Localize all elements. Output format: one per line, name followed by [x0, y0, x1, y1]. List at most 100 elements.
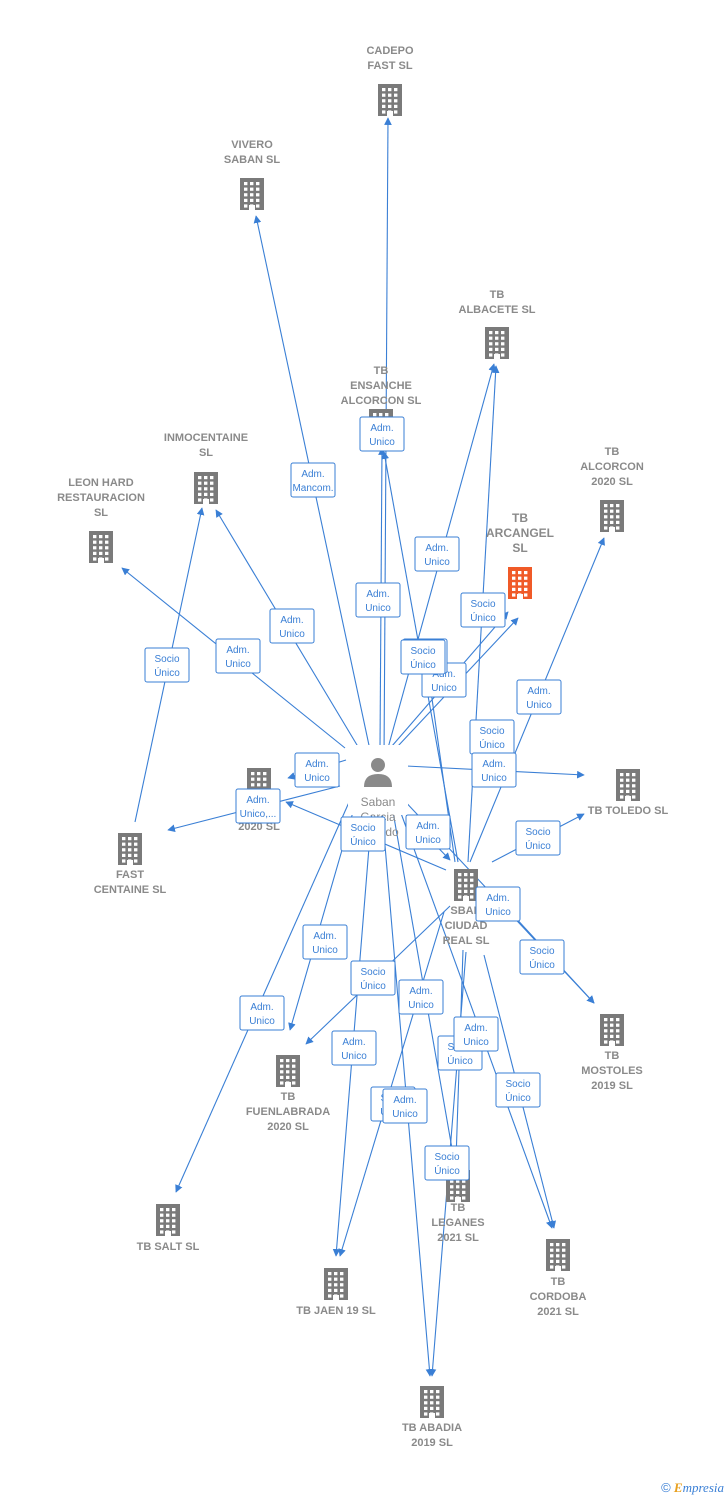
relation-label-person-to-mostoles[interactable]: Adm. Unico — [475, 886, 521, 922]
relation-label-person-to-leganes[interactable]: Adm.Unico — [398, 979, 444, 1015]
relation-label-text: Adm. — [250, 1002, 273, 1013]
relation-label-ciudadreal-to-arcangel[interactable]: Adm.Unico — [516, 679, 562, 715]
relation-label-person-to-cadepo[interactable]: Adm. Unico — [359, 416, 405, 452]
relation-label-text: Unico — [369, 437, 395, 448]
company-name-line: ENSANCHE — [350, 380, 412, 392]
company-name-line: CADEPO — [366, 45, 414, 57]
building-icon — [546, 1239, 570, 1271]
relation-label-person-to-abadia[interactable]: Adm.Unico — [382, 1088, 428, 1124]
building-icon — [276, 1055, 300, 1087]
relation-label-text: Adm. — [393, 1095, 416, 1106]
relation-label-person-to-inmocentaine[interactable]: Adm.Unico — [269, 608, 315, 644]
building-icon — [454, 869, 478, 901]
relation-label-person-to-cordoba[interactable]: Adm.Unico — [453, 1016, 499, 1052]
brand-footer[interactable]: © Empresia — [661, 1480, 724, 1496]
relation-label-person-to-jaen[interactable]: Adm.Unico — [331, 1030, 377, 1066]
building-icon — [194, 472, 218, 504]
building-icon — [118, 833, 142, 865]
company-node-tbtoledo[interactable]: TB TOLEDO SL — [588, 769, 669, 817]
relation-label-person-to-ensanche[interactable]: Adm.Unico — [355, 582, 401, 618]
building-icon — [485, 327, 509, 359]
company-name-line: TB — [281, 1091, 296, 1103]
relation-label-text: Adm. — [366, 589, 389, 600]
relation-label-box — [350, 960, 396, 996]
relation-label-box — [398, 979, 444, 1015]
relation-label-text: Único — [479, 738, 505, 751]
relation-label-text: Único — [350, 835, 376, 848]
relation-label-text: Adm. — [370, 423, 393, 434]
relation-label-text: Único — [447, 1054, 473, 1067]
relation-label-person-to-fuenlabrada[interactable]: Adm.Unico — [302, 924, 348, 960]
company-name-line: 2020 SL — [267, 1121, 309, 1133]
relation-label-person-to-ciudadreal[interactable]: Adm.Unico — [405, 814, 451, 850]
relation-label-person-to-tb2020[interactable]: Adm.Unico — [294, 752, 340, 788]
relation-label-text: Unico — [431, 683, 457, 694]
company-name-line: 2021 SL — [537, 1306, 579, 1318]
company-node-jaen[interactable]: TB JAEN 19 SL — [296, 1268, 376, 1317]
relation-label-text: Unico — [485, 907, 511, 918]
relation-label-person-to-leonhard[interactable]: Adm. Unico — [215, 638, 261, 674]
company-name-line: ARCANGEL — [486, 526, 554, 540]
company-name-line: SL — [512, 541, 527, 555]
relation-label-text: Unico — [408, 1000, 434, 1011]
company-name-line: CENTAINE SL — [94, 884, 167, 896]
company-node-tbsalt[interactable]: TB SALT SL — [137, 1204, 200, 1253]
relation-label-text: Adm. — [246, 795, 269, 806]
building-icon — [89, 531, 113, 563]
relation-label-person-to-albacete[interactable]: Adm.Unico — [414, 536, 460, 572]
relation-label-text: Unico — [341, 1051, 367, 1062]
relation-label-text: Socio — [410, 646, 435, 657]
relation-label-person-to-tbtoledo[interactable]: Adm.Unico — [471, 752, 517, 788]
relation-label-box — [475, 886, 521, 922]
building-icon — [156, 1204, 180, 1236]
relation-label-text: Adm. — [313, 931, 336, 942]
relation-label-text: Único — [525, 839, 551, 852]
relation-label-text: Unico,... — [240, 809, 277, 820]
person-node[interactable]: SabanGarciaRicardo — [348, 745, 408, 839]
relation-label-text: Adm. — [486, 893, 509, 904]
relation-label-text: Adm. — [226, 645, 249, 656]
company-name-line: ALBACETE SL — [459, 304, 536, 316]
relation-label-box — [453, 1016, 499, 1052]
relation-label-text: Unico — [481, 773, 507, 784]
company-name-line: TB TOLEDO SL — [588, 805, 669, 817]
company-name-line: TB JAEN 19 SL — [296, 1305, 376, 1317]
relation-label-box — [269, 608, 315, 644]
relation-label-person-to-fastcentaine[interactable]: Adm. Unico,... — [235, 788, 281, 824]
relation-label-text: Unico — [463, 1037, 489, 1048]
relation-label-box — [516, 679, 562, 715]
building-icon — [600, 1014, 624, 1046]
relation-label-person-to-tbsalt[interactable]: Adm.Unico — [239, 995, 285, 1031]
relation-label-text: Único — [529, 958, 555, 971]
relation-label-text: Unico — [225, 659, 251, 670]
relation-label-person-to-vivero[interactable]: Adm.Mancom. — [290, 462, 336, 498]
relation-label-text: Único — [360, 979, 386, 992]
company-name-line: SL — [94, 507, 108, 519]
